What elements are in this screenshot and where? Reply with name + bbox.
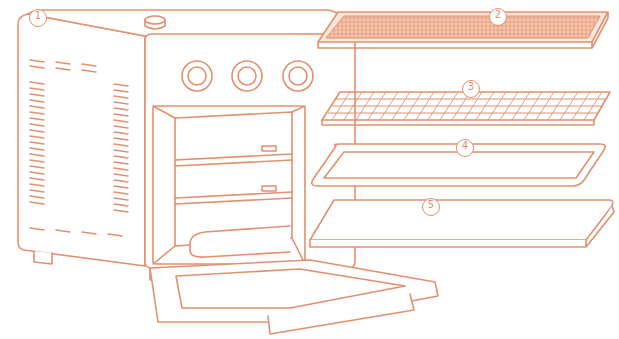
top-knob [145, 16, 165, 24]
crumb-tray [310, 200, 614, 247]
control-knob [182, 61, 212, 91]
callout-number: 2 [489, 8, 507, 26]
oven-side [18, 14, 145, 266]
cavity-edge [153, 106, 305, 264]
control-knob [188, 67, 206, 85]
mesh-basket [318, 12, 608, 48]
control-knob [232, 61, 262, 91]
heating-element [190, 226, 290, 257]
control-knob [289, 67, 307, 85]
oven-foot [34, 251, 52, 264]
oven-cavity [153, 106, 305, 264]
rail-slot [262, 186, 276, 191]
side-vents [30, 60, 128, 236]
rail-slot [262, 146, 276, 151]
rack-rail [175, 154, 292, 166]
control-knob [238, 67, 256, 85]
oven-top [28, 10, 355, 36]
callout-number: 3 [462, 80, 480, 98]
callout-number: 1 [29, 9, 47, 27]
cavity-back [175, 112, 292, 246]
control-knob [283, 61, 313, 91]
rack-rail [175, 192, 292, 204]
callout-number: 5 [422, 198, 440, 216]
door-handle [268, 294, 414, 334]
callout-number: 4 [456, 139, 474, 157]
